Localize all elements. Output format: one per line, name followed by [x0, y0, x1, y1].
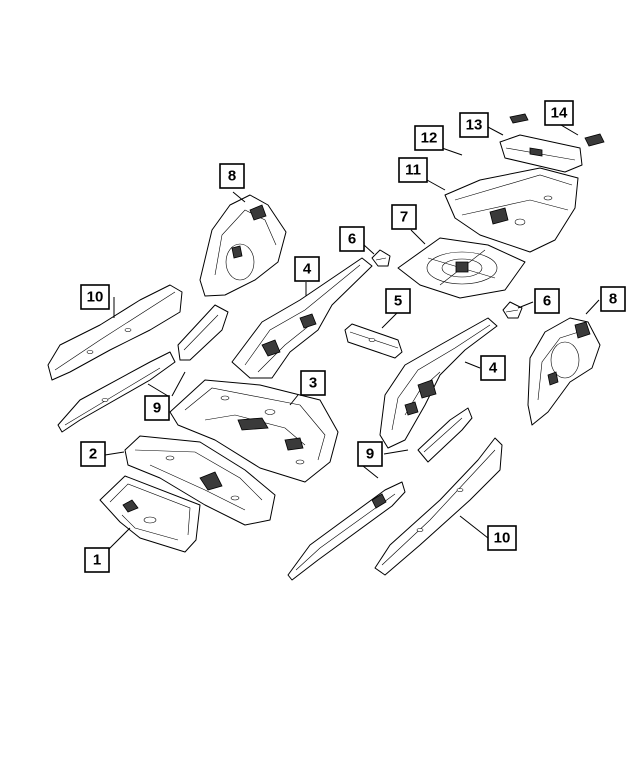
callout-9-right: 9	[357, 441, 383, 467]
svg-text:10: 10	[87, 289, 104, 306]
part-8-wheelhouse-right	[527, 317, 601, 426]
svg-text:9: 9	[153, 400, 161, 417]
part-10-rocker-left	[47, 284, 183, 433]
part-9-sill-right	[287, 481, 406, 581]
svg-text:9: 9	[366, 446, 374, 463]
callout-12: 12	[414, 125, 444, 151]
callout-13: 13	[459, 112, 489, 138]
part-7-rear-floor-pan	[397, 237, 526, 299]
part-6-bracket-left	[371, 249, 391, 267]
callout-5: 5	[385, 288, 411, 314]
callout-6-right: 6	[534, 288, 560, 314]
callout-9-left: 9	[144, 395, 170, 421]
svg-text:8: 8	[228, 168, 236, 185]
part-11-rear-panel	[444, 167, 579, 253]
svg-text:11: 11	[405, 162, 421, 179]
callout-8-left: 8	[219, 163, 245, 189]
callout-11: 11	[398, 157, 428, 183]
callout-6-left: 6	[339, 226, 365, 252]
svg-text:1: 1	[93, 552, 101, 569]
callout-3: 3	[300, 370, 326, 396]
part-3-floor-pan-center	[169, 379, 339, 483]
part-9-sill-left	[177, 304, 229, 361]
svg-text:4: 4	[489, 360, 498, 377]
svg-text:8: 8	[609, 291, 617, 308]
svg-text:10: 10	[494, 530, 511, 547]
callout-1: 1	[84, 547, 110, 573]
part-4-rear-rail-right	[379, 317, 498, 449]
svg-text:12: 12	[421, 130, 438, 147]
part-12-reinforcement	[499, 134, 583, 173]
svg-text:7: 7	[400, 209, 408, 226]
callout-7: 7	[391, 204, 417, 230]
part-14-plate	[584, 133, 605, 147]
part-13-plate	[509, 113, 529, 124]
svg-text:5: 5	[394, 293, 402, 310]
callout-10-right: 10	[487, 525, 517, 551]
callout-14: 14	[544, 100, 574, 126]
part-5-cross-member	[344, 323, 403, 359]
part-4-rear-rail-left	[231, 257, 373, 379]
part-1-floor-pan-front	[99, 475, 201, 553]
callout-4-left: 4	[294, 256, 320, 282]
part-9-sill-right-upper	[417, 407, 473, 463]
svg-text:2: 2	[89, 446, 97, 463]
svg-text:13: 13	[466, 117, 483, 134]
callout-4-right: 4	[480, 355, 506, 381]
svg-text:14: 14	[551, 105, 568, 122]
part-10-rocker-right	[374, 437, 503, 576]
part-6-bracket-right	[502, 301, 523, 319]
svg-text:6: 6	[348, 231, 356, 248]
callout-2: 2	[80, 441, 106, 467]
callout-8-right: 8	[600, 286, 626, 312]
part-2-floor-rail	[124, 435, 276, 526]
svg-text:4: 4	[303, 261, 312, 278]
svg-text:3: 3	[309, 375, 317, 392]
callout-10-left: 10	[80, 284, 110, 310]
svg-text:6: 6	[543, 293, 551, 310]
part-8-wheelhouse-left	[199, 194, 287, 297]
